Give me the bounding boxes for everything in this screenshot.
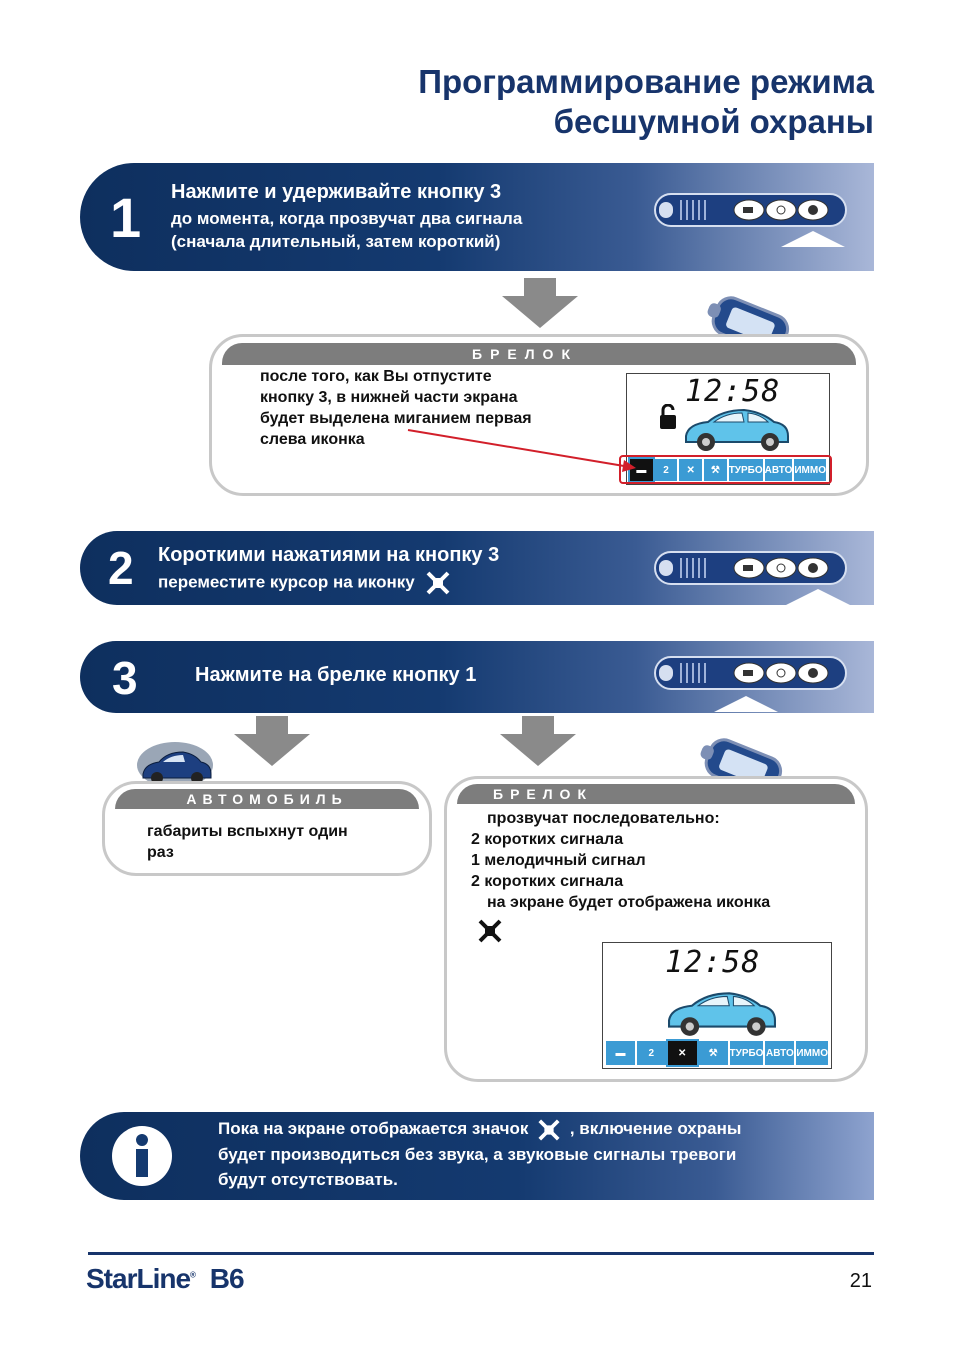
step-3-number: 3: [112, 652, 138, 704]
turbo-icon: ТУРБО: [729, 1041, 764, 1065]
pistol-icon: ▬: [606, 1041, 635, 1065]
fob-screen-2: 12:58 ▬ 2 ✕ ⚒ ТУРБО АВТО ИММО: [602, 942, 832, 1069]
panel-1-line: кнопку 3, в нижней части экрана: [260, 389, 518, 406]
turbo-icon: ТУРБО: [728, 459, 763, 481]
step-2-sub: переместите курсор на иконку: [158, 570, 451, 596]
car-illustration-icon: [137, 742, 213, 788]
title-line-2: бесшумной охраны: [553, 103, 874, 140]
info-line-1b: , включение охраны: [569, 1119, 742, 1138]
panel-1-line: после того, как Вы отпустите: [260, 368, 492, 385]
panel-1-line: слева иконка: [260, 431, 365, 448]
panel-1-line: будет выделена миганием первая: [260, 410, 532, 427]
lock-2-icon: 2: [636, 1041, 666, 1065]
page-number: 21: [849, 1270, 872, 1292]
auto-icon: АВТО: [765, 1041, 795, 1065]
wrench-icon: ⚒: [698, 1041, 728, 1065]
step-1-line-2: до момента, когда прозвучат два сигнала: [171, 209, 523, 228]
car-panel-line: габариты вспыхнут один: [147, 823, 348, 840]
lock-2-icon: 2: [654, 459, 678, 481]
key-fob-icon: [654, 656, 847, 690]
auto-icon: АВТО: [764, 459, 793, 481]
silent-mode-icon: [478, 919, 502, 943]
step-3-banner: 3 Нажмите на брелке кнопку 1: [80, 641, 874, 713]
silent-mode-icon: [538, 1118, 560, 1141]
immo-icon: ИММО: [796, 1041, 828, 1065]
car-panel: АВТОМОБИЛЬ габариты вспыхнут один раз: [102, 781, 432, 876]
title-line-1: Программирование режима: [418, 63, 874, 100]
immo-icon: ИММО: [794, 459, 826, 481]
wrench-icon: ⚒: [704, 459, 727, 481]
info-line-1: Пока на экране отображается значок , вкл…: [218, 1116, 864, 1142]
fob-panel-2-line: 2 коротких сигнала: [471, 831, 624, 848]
red-highlight-frame: [619, 455, 832, 484]
lock-open-icon: [660, 404, 676, 429]
silent-icon: ✕: [665, 1039, 699, 1067]
button-3-pointer-icon: [781, 231, 845, 247]
step-1-banner: 1 Нажмите и удерживайте кнопку 3 до моме…: [80, 163, 874, 271]
step-2-banner: 2 Короткими нажатиями на кнопку 3 переме…: [80, 531, 874, 605]
screen-clock: 12:58: [665, 945, 761, 980]
page-title: Программирование режима бесшумной охраны: [418, 62, 874, 142]
screen-icon-bar: ▬ 2 ✕ ⚒ ТУРБО АВТО ИММО: [628, 457, 826, 483]
step-2-heading: Короткими нажатиями на кнопку 3: [158, 544, 500, 566]
car-panel-line: раз: [147, 844, 174, 861]
info-text: Пока на экране отображается значок , вкл…: [218, 1116, 864, 1192]
car-panel-tab: АВТОМОБИЛЬ: [115, 789, 419, 809]
down-arrow-icon: [234, 716, 310, 766]
fob-panel-2-line: 2 коротких сигнала: [471, 873, 624, 890]
key-fob-icon: [654, 551, 847, 585]
car-panel-text: габариты вспыхнут один раз: [147, 821, 348, 863]
step-1-line-3: (сначала длительный, затем короткий): [171, 232, 501, 251]
footer-rule: [88, 1252, 874, 1255]
brand-name: StarLine: [86, 1263, 191, 1294]
pistol-icon: ▬: [628, 457, 655, 483]
fob-screen-1: 12:58 ▬ 2 ✕ ⚒ ТУРБО АВТО ИММО: [626, 373, 830, 485]
brand-model: B6: [209, 1263, 245, 1294]
screen-clock: 12:58: [685, 374, 781, 409]
car-icon: [685, 408, 789, 451]
info-icon: [112, 1126, 172, 1186]
screen-icon-bar: ▬ 2 ✕ ⚒ ТУРБО АВТО ИММО: [606, 1039, 828, 1067]
red-pointer-line: [407, 429, 636, 472]
panel-1-tab: БРЕЛОК: [222, 343, 856, 365]
fob-panel-1: БРЕЛОК после того, как Вы отпустите кноп…: [209, 334, 869, 496]
step-1-heading: Нажмите и удерживайте кнопку 3: [171, 181, 502, 203]
car-icon: [668, 992, 776, 1036]
brand-logo: StarLine® B6: [86, 1263, 245, 1294]
info-line-1a: Пока на экране отображается значок: [218, 1119, 529, 1138]
down-arrow-icon: [502, 278, 578, 328]
step-3-heading: Нажмите на брелке кнопку 1: [195, 664, 477, 686]
info-line-3: будут отсутствовать.: [218, 1169, 398, 1189]
silent-mode-icon: [427, 571, 450, 595]
button-3-pointer-icon: [786, 589, 850, 605]
fob-panel-2-line: на экране будет отображена иконка: [487, 894, 771, 911]
down-arrow-icon: [500, 716, 576, 766]
silent-icon: ✕: [679, 459, 703, 481]
button-1-pointer-icon: [714, 696, 778, 712]
panel-1-text: после того, как Вы отпустите кнопку 3, в…: [260, 366, 532, 450]
info-line-2: будет производиться без звука, а звуковы…: [218, 1144, 737, 1164]
step-2-sub-text: переместите курсор на иконку: [158, 572, 415, 592]
info-banner: Пока на экране отображается значок , вкл…: [80, 1112, 874, 1200]
step-1-number: 1: [110, 186, 142, 249]
fob-panel-2-line: прозвучат последовательно:: [487, 810, 720, 827]
fob-panel-2-text: прозвучат последовательно: 2 коротких си…: [471, 808, 770, 913]
step-2-number: 2: [108, 542, 134, 594]
fob-panel-2-line: 1 мелодичный сигнал: [471, 852, 646, 869]
fob-panel-2-tab: БРЕЛОК: [457, 784, 855, 804]
key-fob-icon: [654, 193, 847, 227]
fob-panel-2: БРЕЛОК прозвучат последовательно: 2 коро…: [444, 776, 868, 1082]
